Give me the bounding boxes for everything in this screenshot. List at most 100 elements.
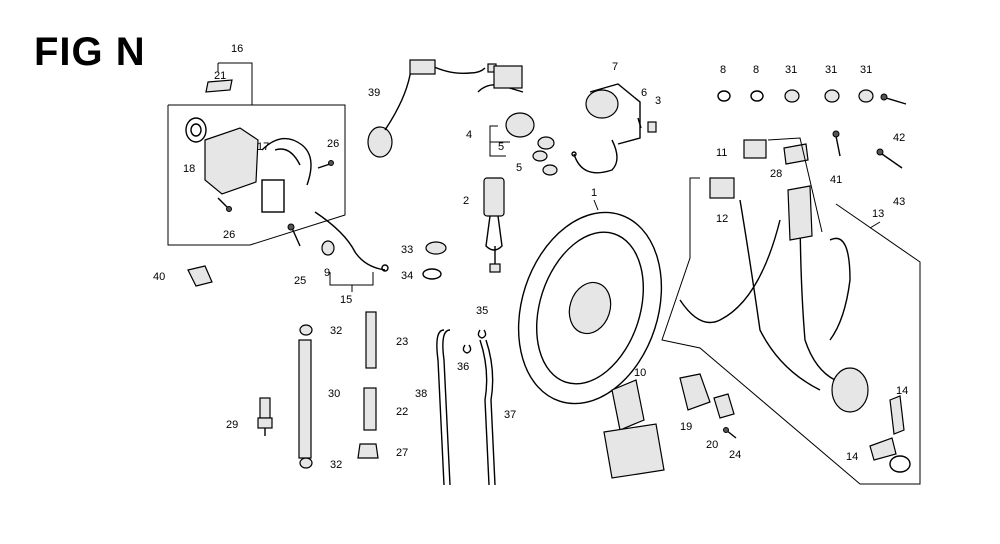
part-14-key-upper (889, 395, 905, 435)
part-14-key-lower (869, 437, 911, 473)
callout-5-upper: 5 (498, 141, 504, 153)
part-24-screw (723, 427, 737, 439)
callout-14-upper: 14 (896, 385, 908, 397)
callout-38: 38 (415, 388, 427, 400)
callout-14-lower: 14 (846, 451, 858, 463)
callout-36: 36 (457, 361, 469, 373)
callout-7: 7 (612, 61, 618, 73)
callout-33: 33 (401, 244, 413, 256)
part-23-stud (365, 311, 377, 369)
part-25-bolt (287, 223, 301, 247)
callout-28: 28 (770, 168, 782, 180)
part-10-bracket (603, 379, 665, 479)
part-31-washer-b (824, 89, 840, 103)
part-39-cable (367, 59, 497, 158)
callout-20: 20 (706, 439, 718, 451)
callout-6: 6 (641, 87, 647, 99)
callout-21: 21 (214, 70, 226, 82)
part-32-nut-top (299, 324, 313, 336)
callout-19: 19 (680, 421, 692, 433)
callout-18: 18 (183, 163, 195, 175)
callout-22: 22 (396, 406, 408, 418)
callout-31-a: 31 (785, 64, 797, 76)
part-15-wire (314, 211, 389, 272)
part-41-bolt (832, 130, 841, 157)
callout-10: 10 (634, 367, 646, 379)
part-29-spark-plug (257, 397, 273, 436)
group-4-frame (489, 125, 510, 157)
part-2-rectifier (483, 177, 505, 273)
callout-15: 15 (340, 294, 352, 306)
callout-30: 30 (328, 388, 340, 400)
callout-25: 25 (294, 275, 306, 287)
part-19-switch (679, 373, 711, 411)
callout-5-lower: 5 (516, 162, 522, 174)
callout-40: 40 (153, 271, 165, 283)
part-31-washer-a (784, 89, 800, 103)
part-36-clip (462, 344, 472, 354)
callout-29: 29 (226, 419, 238, 431)
part-5-keys (532, 136, 558, 176)
part-30-rod (298, 339, 312, 459)
callout-9: 9 (324, 267, 330, 279)
callout-2: 2 (463, 195, 469, 207)
part-26-screw-upper (317, 160, 334, 169)
group-15-frame (329, 272, 374, 292)
part-13-harness (679, 185, 869, 413)
part-3-clip (647, 121, 657, 133)
group-13-frame (661, 177, 921, 485)
part-32-nut-bottom (299, 457, 313, 469)
callout-13: 13 (872, 208, 884, 220)
part-34-ring (422, 268, 442, 280)
part-27-nut (357, 443, 379, 459)
group-16-frame (167, 62, 346, 246)
part-33-cap (425, 241, 447, 255)
callout-4: 4 (466, 129, 472, 141)
callout-39: 39 (368, 87, 380, 99)
callout-41: 41 (830, 174, 842, 186)
part-42-bolt (880, 93, 907, 105)
callout-12: 12 (716, 213, 728, 225)
callout-43: 43 (893, 196, 905, 208)
callout-31-b: 31 (825, 64, 837, 76)
part-43-bolt (876, 148, 903, 169)
part-18-grommet (185, 117, 207, 143)
part-31-washer-c (858, 89, 874, 103)
callout-31-c: 31 (860, 64, 872, 76)
callout-1: 1 (591, 187, 597, 199)
callout-3: 3 (655, 95, 661, 107)
part-12-connector (709, 177, 735, 199)
callout-37: 37 (504, 409, 516, 421)
part-6-screw (637, 117, 642, 129)
callout-26-lower: 26 (223, 229, 235, 241)
figure-title: FIG N (34, 30, 146, 74)
part-35-clip (477, 329, 487, 339)
callout-16: 16 (231, 43, 243, 55)
part-37-tube (479, 339, 496, 486)
callout-labels: 16 21 18 17 26 26 39 4 5 5 2 7 6 3 1 33 … (153, 43, 908, 471)
part-21-label-plate (205, 79, 233, 93)
callout-27: 27 (396, 447, 408, 459)
part-8-washer-b (750, 90, 764, 102)
callout-8-b: 8 (753, 64, 759, 76)
part-40-clip (187, 265, 213, 287)
part-9-nut (321, 240, 335, 256)
part-7-exciter-coil (571, 83, 641, 174)
callout-24: 24 (729, 449, 741, 461)
part-11-relay (743, 139, 767, 159)
callout-34: 34 (401, 270, 413, 282)
part-17-ignition-coil (204, 127, 312, 213)
callout-42: 42 (893, 132, 905, 144)
part-4-switch (477, 65, 535, 138)
callout-8-a: 8 (720, 64, 726, 76)
callout-32-lower: 32 (330, 459, 342, 471)
callout-11: 11 (716, 147, 727, 159)
callout-23: 23 (396, 336, 408, 348)
part-38-tube (436, 329, 451, 486)
callout-26-upper: 26 (327, 138, 339, 150)
part-22-stud (363, 387, 377, 431)
callout-32-upper: 32 (330, 325, 342, 337)
part-8-washer-a (717, 90, 731, 102)
